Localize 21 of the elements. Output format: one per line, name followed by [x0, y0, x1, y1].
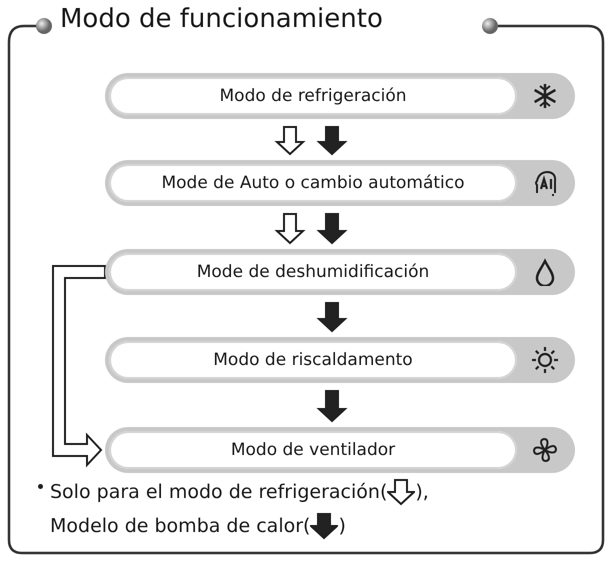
- mode-bar: [105, 160, 575, 206]
- mode-name: Mode de Auto o cambio automático: [161, 173, 465, 193]
- mode-name: Modo de refrigeración: [220, 86, 406, 106]
- mode-name: Modo de ventilador: [230, 440, 396, 460]
- legend-text: ): [338, 515, 346, 537]
- solid-arrow: [316, 213, 348, 244]
- solid-arrow: [316, 126, 348, 156]
- hollow-arrow: [274, 213, 306, 244]
- legend-text: Solo para el modo de refrigeración(: [50, 481, 388, 503]
- legend-text: ),: [415, 481, 429, 503]
- legend-text: Modelo de bomba de calor(: [50, 515, 310, 537]
- hollow-arrow: [52, 265, 106, 468]
- mode-bar: [105, 337, 575, 383]
- solid-arrow: [316, 302, 348, 332]
- mode-bar: [105, 427, 575, 473]
- mode-name: Modo de riscaldamento: [213, 350, 413, 370]
- mode-bar: [105, 249, 575, 295]
- hollow-arrow: [274, 126, 306, 156]
- mode-bar: [105, 73, 575, 119]
- solid-arrow: [316, 390, 348, 422]
- mode-name: Mode de deshumidificación: [196, 262, 430, 282]
